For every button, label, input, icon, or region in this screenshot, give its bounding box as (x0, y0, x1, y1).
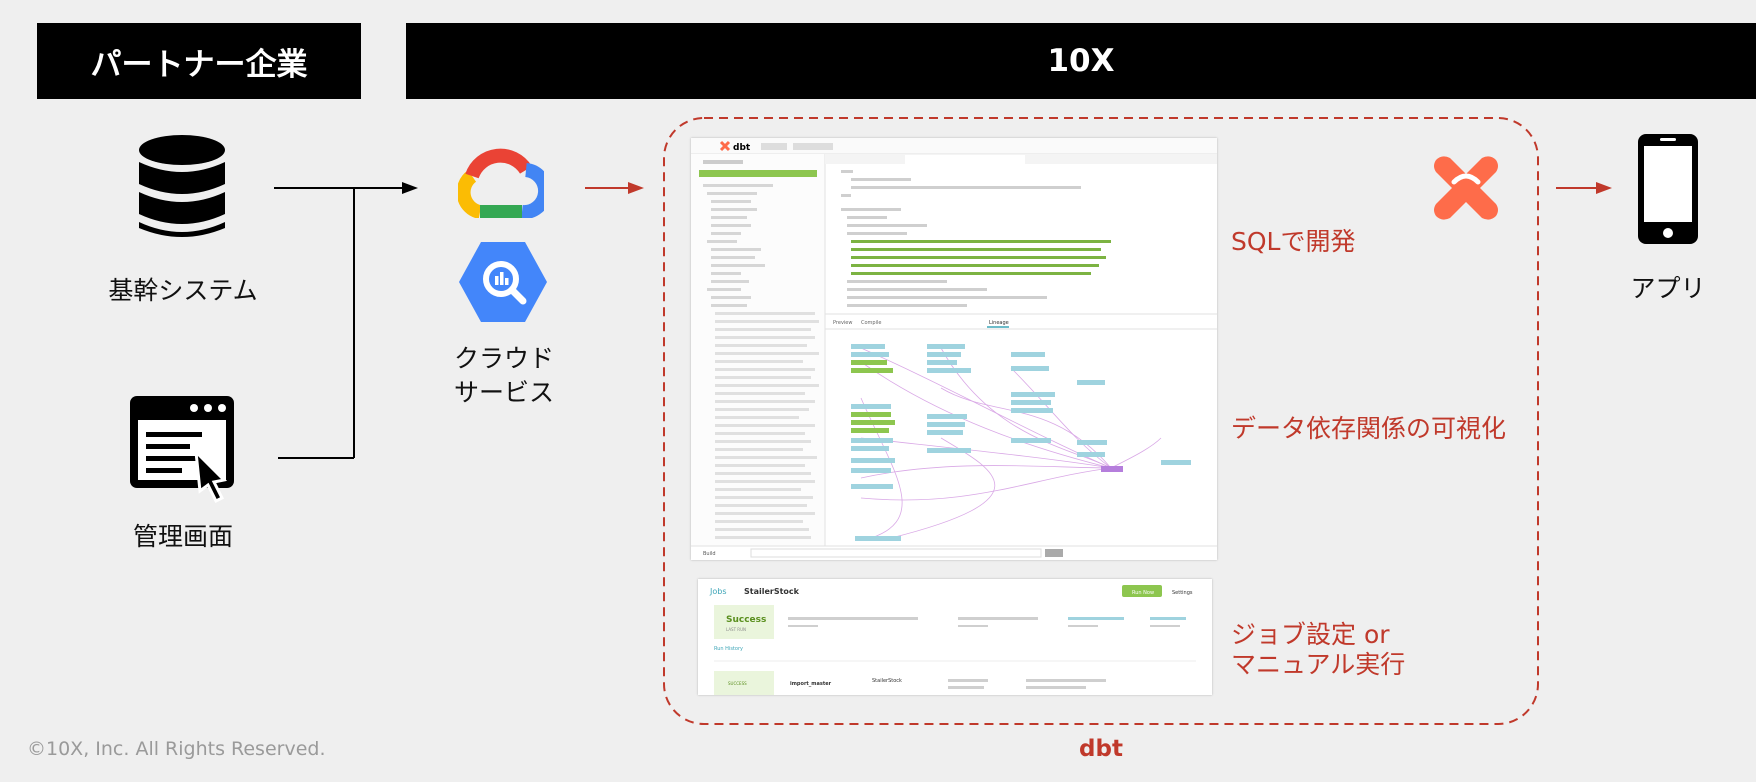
ide-tab-compile[interactable]: Compile (861, 320, 881, 326)
jobs-breadcrumb-name: StailerStock (744, 587, 800, 596)
job-status: Success (726, 615, 766, 625)
feature-lineage: データ依存関係の可視化 (1231, 414, 1507, 443)
admin-screen-icon (130, 396, 234, 504)
dbt-ide-screenshot: dbt (691, 138, 1217, 560)
job-status-sub: LAST RUN (726, 627, 746, 632)
ide-brand: dbt (733, 143, 751, 153)
partner-header-label: パートナー企業 (90, 46, 308, 83)
core-system-label: 基幹システム (108, 276, 258, 305)
run-row-job: StailerStock (872, 678, 902, 684)
company-header: 10X (406, 23, 1756, 99)
copyright: ©10X, Inc. All Rights Reserved. (27, 738, 326, 760)
cloud-service-label: クラウド サービス (436, 342, 572, 410)
bigquery-icon (459, 242, 547, 322)
feature-job: ジョブ設定 or マニュアル実行 (1231, 620, 1405, 680)
run-history-link[interactable]: Run History (714, 646, 743, 652)
feature-sql: SQLで開発 (1231, 227, 1356, 256)
run-row-env: import_master (790, 681, 832, 687)
jobs-settings-button[interactable]: Settings (1172, 590, 1193, 596)
jobs-breadcrumb-jobs[interactable]: Jobs (709, 587, 727, 596)
ide-build-button[interactable]: Build (703, 551, 716, 557)
ide-tab-preview[interactable]: Preview (833, 320, 852, 326)
dbt-jobs-mock: Jobs StailerStock Run Now Settings Succe… (709, 585, 1196, 695)
dbt-ide-mock: dbt (691, 138, 1217, 558)
feature-job-line1: ジョブ設定 or (1231, 620, 1390, 649)
dbt-logo-icon (1434, 156, 1498, 220)
cloud-label-line2: サービス (453, 378, 554, 407)
dbt-jobs-screenshot: Jobs StailerStock Run Now Settings Succe… (698, 579, 1212, 695)
app-label: アプリ (1630, 274, 1706, 303)
google-cloud-icon (458, 148, 544, 218)
dbt-caption: dbt (1079, 736, 1123, 762)
run-now-button[interactable]: Run Now (1132, 590, 1154, 596)
ide-tab-lineage[interactable]: Lineage (989, 320, 1009, 326)
smartphone-icon (1638, 134, 1698, 244)
admin-label: 管理画面 (132, 522, 233, 551)
run-row-status: SUCCESS (728, 681, 747, 686)
company-header-label: 10X (1047, 43, 1115, 79)
cloud-label-line1: クラウド (453, 344, 554, 373)
feature-job-line2: マニュアル実行 (1231, 650, 1406, 679)
database-icon (139, 135, 225, 237)
partner-header: パートナー企業 (37, 23, 361, 99)
